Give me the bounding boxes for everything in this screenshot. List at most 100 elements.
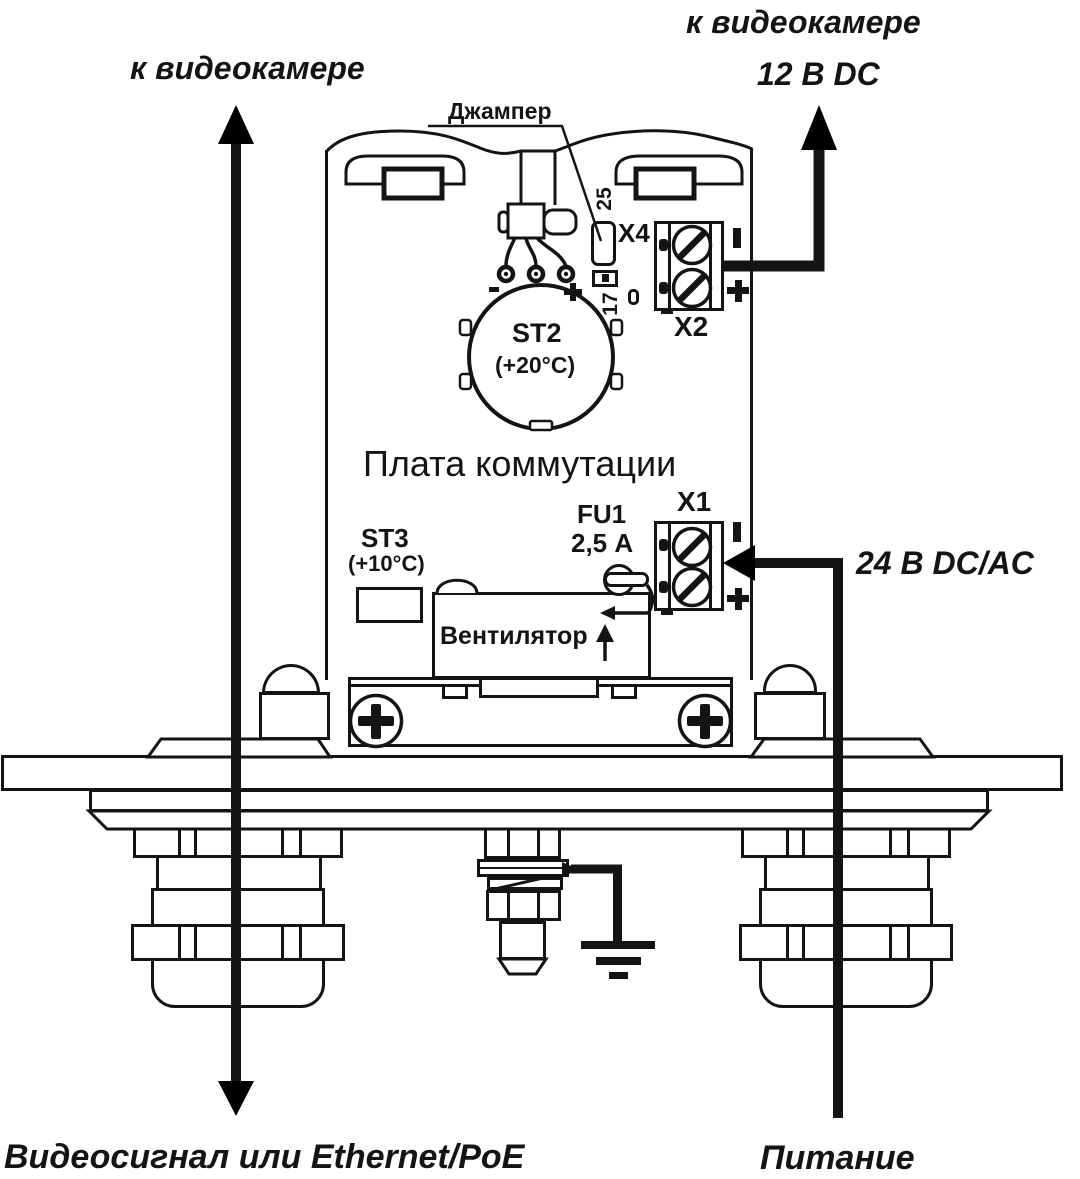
label-x1: X1: [677, 486, 712, 517]
label-mark-17: 17: [594, 288, 626, 320]
fan-dome: [435, 578, 479, 594]
label-fan: Вентилятор: [440, 622, 588, 650]
label-st3: ST3: [361, 523, 409, 553]
label-fu1: FU1: [577, 499, 627, 529]
arch-slot-left: [381, 166, 445, 201]
ground-wire: [562, 862, 655, 979]
screw-x1: [671, 526, 713, 608]
gland-right-ring: [759, 888, 933, 927]
label-st2: ST2: [512, 318, 562, 348]
gland-right-nut2-facet: [889, 927, 892, 958]
bracket-screw-right: [677, 693, 733, 749]
gland-left-nut2-facet: [299, 927, 302, 958]
label-jumper: Джампер: [448, 98, 552, 124]
standoff-left: [259, 692, 330, 740]
terminal-x1-foot: [661, 609, 673, 615]
fan-airflow-arrows: [596, 583, 655, 661]
label-x4: X4: [618, 218, 650, 248]
wire-12v-camera: [723, 105, 837, 272]
st2-plus-mark-v: [570, 283, 576, 301]
terminal-x1-pin-top: [659, 539, 668, 551]
ground-lockwasher-slash: [494, 876, 544, 891]
gland-right-nut2-facet: [802, 927, 805, 958]
gland-left-nut2-facet: [281, 927, 284, 958]
x1-plus-mark-v: [735, 588, 742, 610]
gland-right-dome: [759, 958, 933, 1008]
terminal-x2-pin-bottom: [659, 282, 668, 294]
mount-bracket-notch-right: [611, 684, 637, 699]
terminal-x1-wall-left: [668, 524, 671, 608]
mark-25-text: 25: [592, 187, 616, 211]
gland-left-nut1-facet: [299, 826, 302, 856]
x2-minus-mark: [733, 228, 741, 248]
bracket-screw-left: [348, 693, 404, 749]
jumper-x4-strip: [591, 221, 616, 266]
label-24v: 24 В DC/AC: [856, 545, 1034, 581]
base-plate: [1, 755, 1063, 791]
label-power: Питание: [760, 1139, 915, 1177]
label-mark-25: 25: [588, 183, 620, 215]
x1-minus-mark: [733, 522, 741, 542]
gland-left-nut1-facet: [281, 826, 284, 856]
gland-left-nut1-facet: [178, 826, 181, 856]
jumper-component: [496, 151, 578, 284]
mark-17-text: 17: [598, 292, 622, 316]
fuse-fu1-slot: [604, 572, 649, 587]
ground-bolt-washer-line: [479, 867, 567, 869]
label-x2: X2: [674, 311, 709, 342]
terminal-x2-wall-left: [668, 224, 671, 308]
wire-video-signal: [218, 105, 254, 1116]
gland-right-nut2-facet: [907, 927, 910, 958]
jumper-pad-17-center: [602, 274, 609, 282]
arrow-up-video: [218, 105, 254, 144]
small-pad: [628, 289, 639, 305]
st2-tabs: [458, 318, 624, 432]
gland-right-nut2: [739, 924, 953, 961]
label-st2-temp: (+20°C): [495, 352, 576, 378]
terminal-x2-foot: [661, 308, 673, 314]
label-video-signal: Видеосигнал или Ethernet/PoE: [4, 1138, 525, 1176]
board-left-edge: [325, 150, 328, 680]
standoff-right: [754, 692, 826, 740]
gland-right-nut1-facet: [889, 826, 892, 856]
jumper-leader-line: [428, 124, 603, 242]
screw-x2: [671, 224, 713, 309]
arrow-up-12v: [801, 105, 837, 150]
ground-bolt-tip: [496, 957, 549, 976]
ground-bolt-nut: [486, 890, 561, 921]
thermostat-st3-body: [356, 587, 423, 623]
ground-bolt-nut-facet: [537, 892, 540, 919]
ground-bolt-head: [484, 826, 561, 859]
label-fu1-rating: 2,5 А: [571, 528, 634, 558]
label-to-camera-left: к видеокамере: [130, 50, 365, 86]
arrow-down-video: [218, 1081, 254, 1116]
ground-bolt-head-facet: [507, 828, 510, 857]
terminal-x2-wall-right: [709, 224, 712, 308]
terminal-x2-pin-top: [659, 239, 668, 251]
x2-plus-mark-v: [735, 280, 742, 302]
label-12v-dc: 12 В DC: [757, 56, 880, 92]
gland-right-nut1-facet: [907, 826, 910, 856]
label-st3-temp: (+10°C): [348, 551, 425, 576]
mount-bracket-notch-left: [442, 684, 468, 699]
gland-right-nut1-facet: [786, 826, 789, 856]
label-board-title: Плата коммутации: [363, 443, 677, 484]
ground-bolt-nut-facet: [507, 892, 510, 919]
arch-slot-right: [633, 166, 697, 201]
base-tier3: [85, 809, 993, 831]
board-right-edge: [750, 148, 753, 680]
gland-right-nut2-facet: [786, 927, 789, 958]
terminal-x1-pin-bottom: [659, 581, 668, 593]
gland-left-nut2-facet: [178, 927, 181, 958]
arrow-left-24v: [723, 545, 755, 581]
mount-bracket-tab: [479, 677, 599, 698]
wire-24v-power: [723, 545, 843, 1118]
terminal-x1-wall-right: [709, 524, 712, 608]
gland-right-nut1-facet: [802, 826, 805, 856]
gland-left-nut1-facet: [194, 826, 197, 856]
board-top-edge: [324, 129, 753, 155]
label-to-camera-right: к видеокамере: [686, 4, 921, 40]
st2-minus-mark: [489, 287, 499, 292]
